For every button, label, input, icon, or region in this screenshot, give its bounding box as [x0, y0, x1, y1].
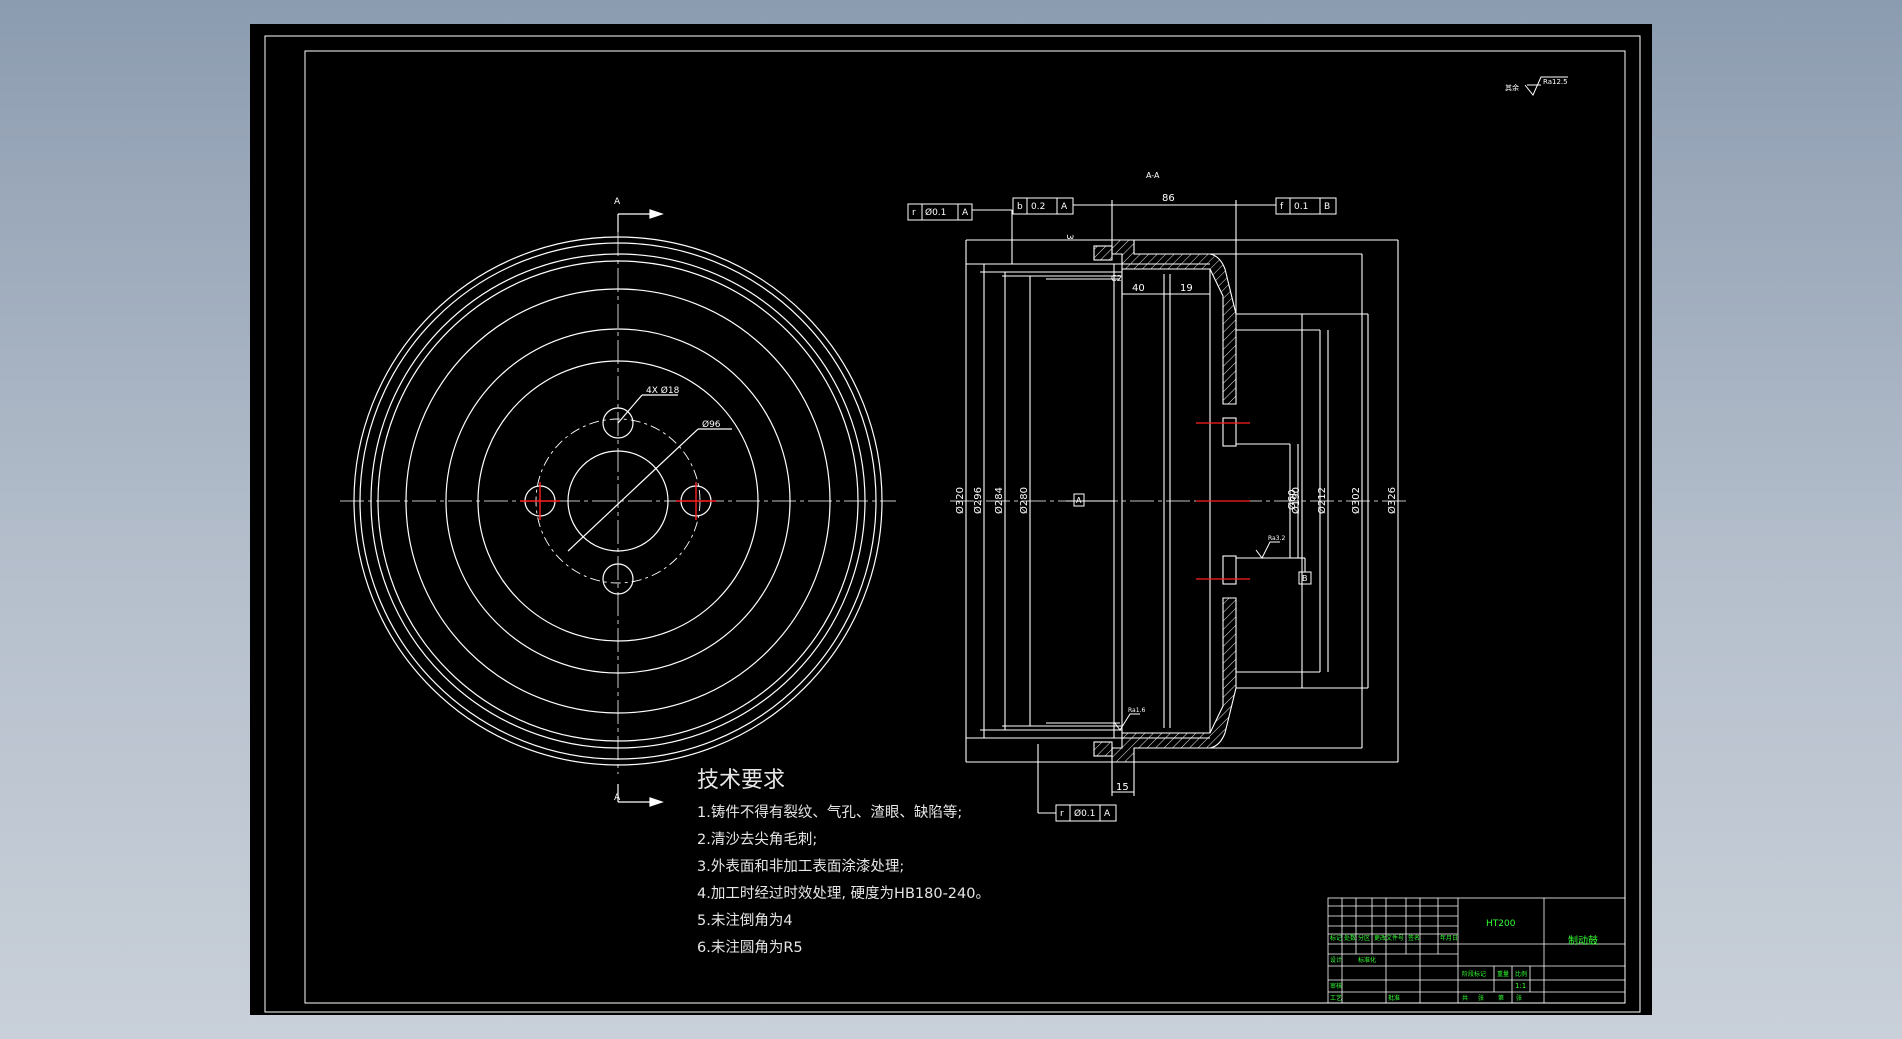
fcf-4-text: r Ø0.1 A [1060, 808, 1111, 819]
svg-text:Ø212: Ø212 [1316, 487, 1328, 514]
svg-text:19: 19 [1180, 283, 1193, 294]
svg-text:第: 第 [1498, 994, 1504, 1002]
svg-text:标记: 标记 [1330, 934, 1342, 942]
svg-text:重量: 重量 [1497, 970, 1509, 978]
fcf-3 [1275, 197, 1337, 215]
section-roughness-text: Ra3.2 Ra1.6 [1128, 535, 1285, 714]
svg-text:制动鼓: 制动鼓 [1568, 934, 1598, 947]
svg-text:比例: 比例 [1515, 970, 1527, 978]
svg-text:f: f [1280, 202, 1284, 212]
svg-text:A: A [962, 208, 969, 218]
roughness-symbol: 其余 Ra12.5 [1505, 76, 1568, 96]
svg-text:阶段标记: 阶段标记 [1462, 970, 1486, 978]
svg-text:4X Ø18: 4X Ø18 [646, 385, 680, 396]
svg-text:HT200: HT200 [1486, 919, 1516, 929]
svg-text:Ø296: Ø296 [972, 487, 984, 514]
svg-text:B: B [1324, 202, 1330, 212]
fcf-4 [1055, 804, 1117, 822]
tech-requirement-item: 6.未注圆角为R5 [697, 940, 803, 956]
svg-text:r: r [912, 208, 916, 218]
inner-frame [304, 50, 1626, 1004]
svg-text:3: 3 [1064, 234, 1074, 240]
svg-text:1:1: 1:1 [1515, 982, 1526, 990]
svg-text:Ø320: Ø320 [954, 487, 966, 514]
svg-text:处数: 处数 [1344, 934, 1356, 942]
svg-text:A: A [1104, 809, 1111, 819]
svg-text:0.2: 0.2 [1031, 202, 1045, 212]
svg-text:Ra3.2: Ra3.2 [1268, 535, 1285, 542]
section-dims: A-A 86 40 19 15 C2 3 Ø320 Ø296 Ø284 Ø280… [954, 171, 1398, 793]
svg-text:Ø190: Ø190 [1290, 487, 1302, 514]
svg-text:0.1: 0.1 [1294, 202, 1308, 212]
svg-text:A: A [1061, 202, 1068, 212]
section-roughness [1113, 541, 1280, 731]
title-block [1327, 897, 1626, 1004]
fcf-1 [907, 203, 973, 221]
section-view [950, 200, 1410, 814]
drawing-sheet: 其余 Ra12.5 [250, 24, 1652, 1015]
outer-frame [264, 35, 1641, 1013]
tech-requirement-item: 2.清沙去尖角毛刺; [697, 832, 818, 848]
front-view [340, 209, 896, 807]
fcf-2 [1012, 197, 1074, 215]
svg-text:b: b [1017, 202, 1023, 212]
svg-text:Ra12.5: Ra12.5 [1543, 78, 1568, 86]
svg-text:15: 15 [1116, 782, 1129, 793]
fcf-2-text: b 0.2 A [1017, 202, 1068, 212]
svg-text:分区: 分区 [1358, 934, 1370, 942]
svg-text:更改文件号: 更改文件号 [1374, 934, 1404, 942]
tech-requirement-item: 5.未注倒角为4 [697, 913, 793, 929]
tech-requirements-title: 技术要求 [697, 768, 786, 793]
svg-text:Ø96: Ø96 [702, 419, 721, 430]
svg-text:Ra1.6: Ra1.6 [1128, 707, 1145, 714]
svg-text:Ø0.1: Ø0.1 [1074, 808, 1095, 819]
fcf-1-text: r Ø0.1 A [912, 207, 969, 218]
tech-requirement-item: 4.加工时经过时效处理, 硬度为HB180-240。 [697, 886, 990, 902]
svg-text:Ø302: Ø302 [1350, 487, 1362, 514]
datum-boxes [1073, 493, 1312, 585]
svg-text:张: 张 [1516, 994, 1522, 1002]
svg-text:Ø0.1: Ø0.1 [925, 207, 946, 218]
svg-text:A: A [614, 197, 621, 207]
svg-text:Ø280: Ø280 [1018, 487, 1030, 514]
section-center-marks [1196, 422, 1250, 580]
svg-text:其余: 其余 [1505, 83, 1519, 92]
svg-text:年月日: 年月日 [1440, 934, 1458, 942]
svg-text:40: 40 [1132, 283, 1145, 294]
svg-text:A: A [614, 793, 621, 803]
svg-text:审核: 审核 [1330, 982, 1342, 990]
svg-text:标准化: 标准化 [1358, 956, 1376, 964]
fcf-3-text: f 0.1 B [1280, 202, 1330, 212]
tech-requirement-item: 3.外表面和非加工表面涂漆处理; [697, 859, 905, 875]
svg-text:A: A [1076, 496, 1082, 505]
tech-requirement-item: 1.铸件不得有裂纹、气孔、渣眼、缺陷等; [697, 805, 963, 821]
title-block-text: 标记 处数 分区 更改文件号 签名 年月日 设计 标准化 阶段标记 重量 比例 … [1330, 919, 1598, 1002]
front-view-labels: A A 4X Ø18 Ø96 [614, 197, 721, 803]
svg-text:张: 张 [1478, 994, 1484, 1002]
svg-text:工艺: 工艺 [1330, 994, 1342, 1002]
cad-drawing: 其余 Ra12.5 [264, 35, 1641, 1013]
datum-letters: A B [1076, 496, 1308, 583]
svg-text:Ø326: Ø326 [1386, 487, 1398, 514]
svg-text:设计: 设计 [1330, 956, 1342, 964]
svg-text:C2: C2 [1111, 274, 1122, 283]
svg-text:r: r [1060, 809, 1064, 819]
svg-text:共: 共 [1462, 994, 1468, 1002]
svg-text:Ø284: Ø284 [993, 487, 1005, 514]
svg-text:签名: 签名 [1408, 934, 1420, 942]
svg-text:A-A: A-A [1146, 171, 1160, 180]
svg-text:86: 86 [1162, 193, 1175, 204]
svg-text:B: B [1302, 574, 1308, 583]
svg-text:批准: 批准 [1388, 994, 1400, 1002]
svg-text:Ø60: Ø60 [1286, 489, 1298, 510]
